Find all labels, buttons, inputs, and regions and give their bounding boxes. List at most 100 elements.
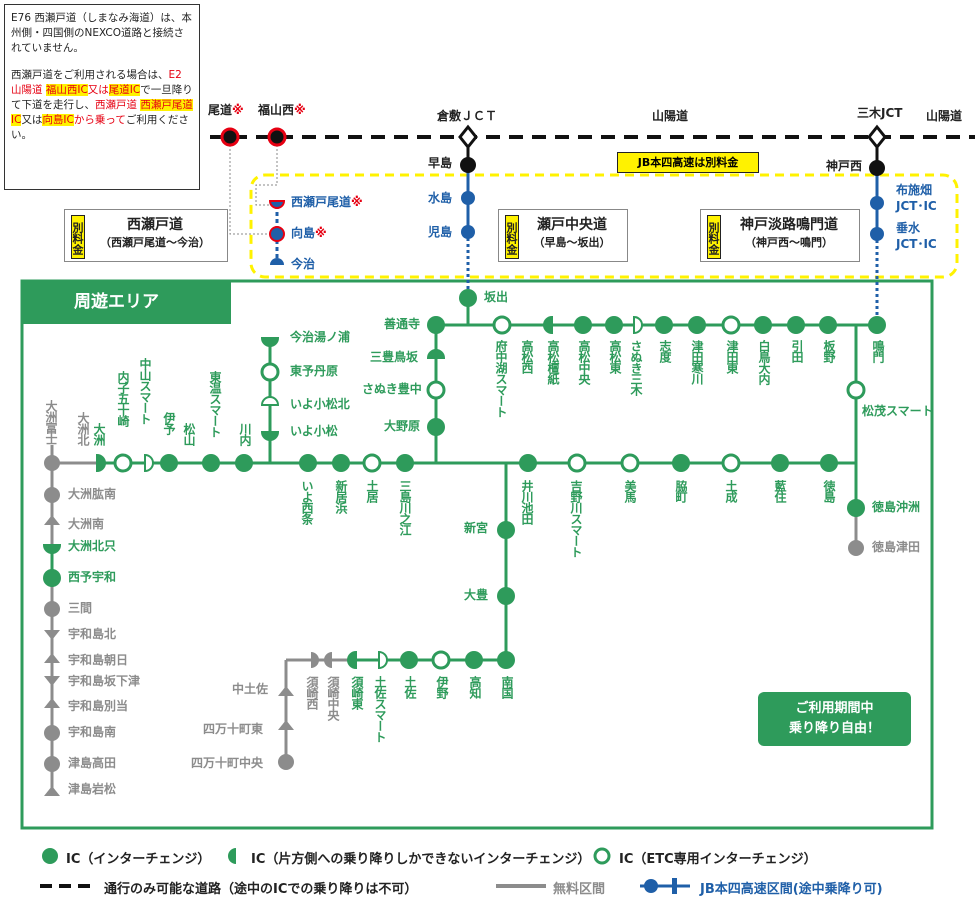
ic-label-tosa: 土佐: [403, 676, 417, 698]
ic-label-jct-ic: JCT･IC: [896, 237, 937, 251]
kurashiki-jct-label: 倉敷ＪＣＴ: [437, 109, 498, 123]
ic-label-takamatsu-chuo: 高松中央: [577, 340, 591, 384]
ic-label-uwajima-minami: 宇和島南: [68, 725, 117, 739]
ic-label-shimanto-chuo: 四万十町中央: [191, 756, 264, 770]
ic-label-ikawa: 井川池田: [520, 480, 534, 524]
ic-label-nangoku: 南国: [500, 676, 514, 698]
ic-label-takamatsu-nishi: 高松西: [520, 340, 534, 373]
ic-label-tarumi: 垂水: [896, 221, 921, 235]
ic-label-zentsuji: 善通寺: [384, 317, 421, 331]
ic-label-tosa-smart: 土佐スマート: [373, 676, 387, 742]
ic-label-mima: 美馬: [623, 480, 637, 502]
ic-label-tokushima-okinosu: 徳島沖洲: [872, 500, 921, 514]
legend-jb-icon: [640, 878, 690, 894]
road-box-kobe-awaji: 別料金 神戸淡路鳴門道 （神戸西〜鳴門）: [700, 209, 860, 262]
ic-label-iyo: 伊予: [162, 412, 176, 434]
ic-label-ozu-kitatada: 大洲北只: [68, 539, 117, 553]
ic-label-seiyo-uwa: 西予宇和: [68, 570, 117, 584]
ic-label-uwajima-kita: 宇和島北: [68, 627, 117, 641]
ic-label-tsushima-takada: 津島高田: [68, 756, 117, 770]
legend-half-ic: IC（片方側への乗り降りしかできないインターチェンジ）: [251, 852, 591, 867]
ic-label-ozu: 大洲: [92, 423, 106, 445]
ic-label-takamatsu-higashi: 高松東: [608, 340, 622, 373]
road-box-setochuo: 別料金 瀬戸中央道 （早島〜坂出）: [498, 209, 628, 262]
ic-label-uwajima-asahi: 宇和島朝日: [68, 653, 129, 667]
sanyo-label-left: 山陽道: [652, 109, 689, 123]
ic-label-toyo-tanbara: 東予丹原: [290, 364, 339, 378]
ic-label-ozu-tomi: 大洲富士: [44, 400, 58, 444]
ic-label-kawauchi: 川内: [238, 423, 252, 445]
notice-p1: E76 西瀬戸道（しまなみ海道）は、本州側・四国側のNEXCO道路と接続されてい…: [11, 12, 192, 54]
ic-label-naruto: 鳴門: [871, 340, 885, 362]
free-use-box: ご利用期間中 乗り降り自由！: [758, 692, 911, 746]
sanyo-label-right: 山陽道: [926, 109, 963, 123]
legend-half-icon: [228, 848, 236, 864]
ic-label-susaki-chuo: 須崎中央: [326, 676, 340, 720]
kobenishi-node: [869, 160, 885, 176]
ic-label-toon: 東温スマート: [208, 371, 222, 437]
ic-label-susaki-nishi: 須崎西: [305, 676, 319, 709]
ic-label-fuchu-ko: 府中湖スマート: [494, 340, 508, 417]
ic-label-matsuyama: 松山: [182, 423, 196, 445]
notice-box: E76 西瀬戸道（しまなみ海道）は、本州側・四国側のNEXCO道路と接続されてい…: [4, 4, 200, 190]
ic-label-fuseba: 布施畑: [896, 183, 933, 197]
ic-label-wakimachi: 脇町: [674, 480, 688, 502]
road-box-nishiseto: 別料金 西瀬戸道 （西瀬戸尾道〜今治）: [64, 209, 228, 262]
ic-label-tsuda-higashi: 津田東: [725, 340, 739, 373]
hayashima-node: [460, 157, 476, 173]
legend-ic-icon: [42, 848, 58, 864]
ic-label-kojima: 児島: [428, 225, 453, 239]
ic-label-tsuda-samu: 津田寒川: [690, 340, 704, 384]
ic-label-iyo-komatsu-kita: いよ小松北: [290, 397, 350, 411]
ic-label-onohara: 大野原: [384, 419, 421, 433]
legend-ic: IC（インターチェンジ）: [66, 852, 211, 867]
ic-label-sanuki-miki: さぬき三木: [629, 340, 643, 395]
ic-label-shirotori: 白鳥大内: [757, 340, 771, 384]
ic-label-onomichi: 尾道※: [208, 103, 244, 117]
black-nodes: [220, 124, 887, 176]
jb-zone: [249, 173, 959, 279]
miki-jct-node: [867, 124, 887, 150]
ic-label-takamatsu-dan: 高松檀紙: [546, 340, 560, 384]
legend-etc-ic: IC（ETC専用インターチェンジ）: [619, 852, 817, 867]
ic-label-ozu-minami: 大洲南: [68, 517, 105, 531]
ic-label-itano: 板野: [822, 340, 836, 362]
ic-label-uwajima-sakashita: 宇和島坂下津: [68, 674, 141, 688]
ic-label-niihama: 新居浜: [334, 480, 348, 513]
ic-label-kochi: 高知: [468, 676, 482, 698]
ic-label-shingu: 新宮: [464, 521, 489, 535]
ic-label-shido: 志度: [658, 340, 672, 362]
jb-banner: JB本四高速は別料金: [617, 152, 759, 173]
ic-label-imabari-yunoura: 今治湯ノ浦: [290, 330, 351, 344]
ic-label-nakatosa: 中土佐: [232, 682, 269, 696]
ic-label-ozu-hiranan: 大洲肱南: [68, 487, 117, 501]
ic-label-sanuki-toyonaka: さぬき豊中: [362, 382, 422, 396]
onomichi-node: [220, 127, 240, 147]
ic-label-jct-ic: JCT･IC: [896, 199, 937, 213]
ic-label-matsushige: 松茂スマート: [862, 404, 934, 418]
ic-label-iyo-komatsu: いよ小松: [290, 424, 338, 438]
ic-label-hiketa: 引田: [790, 340, 804, 362]
green-ics: [43, 289, 886, 669]
ic-label-uchiko: 内子五十崎: [116, 371, 130, 426]
note-mark: ※: [294, 103, 306, 117]
ic-label-ozu-kita: 大洲北: [76, 412, 90, 445]
legend-jb: JB本四高速区間(途中乗降り可): [700, 882, 883, 897]
kurashiki-jct-node: [458, 124, 478, 150]
ic-label-mima2: 三間: [68, 601, 93, 615]
ic-label-otoyo: 大豊: [464, 588, 489, 602]
miki-jct-label: 三木JCT: [857, 106, 903, 120]
ic-label-mukaishima: 向島※: [291, 226, 327, 240]
legend-pass-only: 通行のみ可能な道路（途中のICでの乗り降りは不可）: [104, 882, 418, 897]
ic-label-iyo-saijo: いよ西条: [300, 480, 314, 524]
ic-label-uwajima-betto: 宇和島別当: [68, 699, 129, 713]
ic-label-aizumi: 藍住: [773, 480, 787, 502]
ic-label-shimanto-higashi: 四万十町東: [203, 722, 264, 736]
ic-label-tsushima-iwamatsu: 津島岩松: [68, 782, 117, 796]
ic-label-yoshinogawa: 吉野川スマート: [569, 480, 583, 557]
ic-label-nishiseto-onomichi: 西瀬戸尾道※: [291, 195, 363, 209]
ic-label-donari: 土成: [724, 480, 738, 502]
ic-label-fukuyamanishi: 福山西※: [258, 103, 306, 117]
legend-free: 無料区間: [553, 882, 606, 897]
ic-label-sakaide: 坂出: [484, 290, 509, 304]
